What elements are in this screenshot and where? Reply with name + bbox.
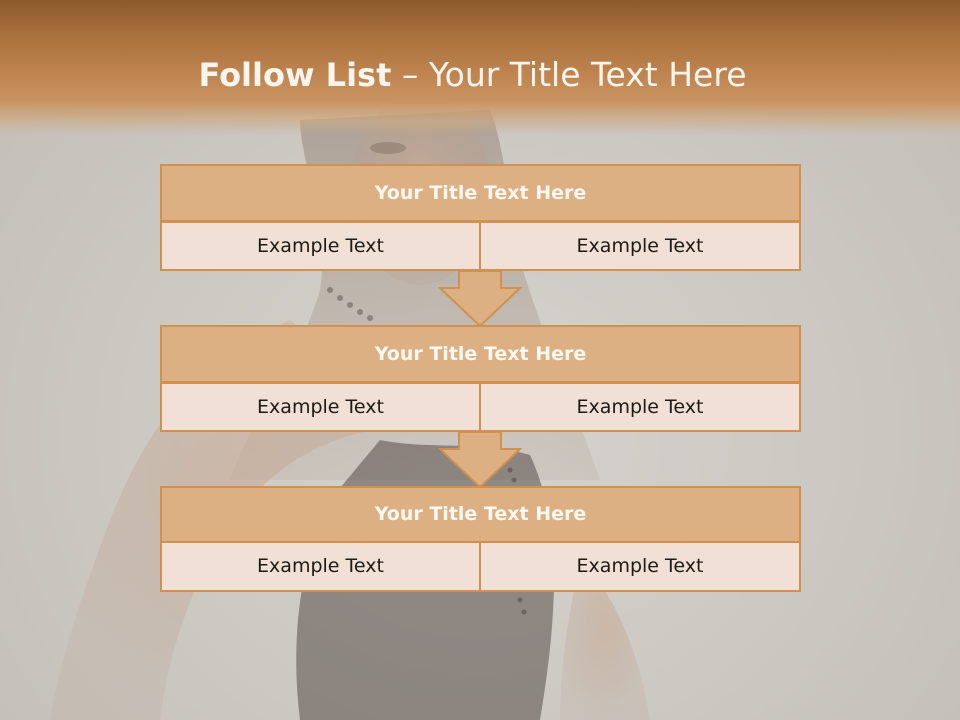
flow-box-header: Your Title Text Here	[160, 486, 801, 543]
flow-box-3: Your Title Text Here Example Text Exampl…	[160, 486, 801, 593]
flow-box-cell-right: Example Text	[479, 382, 801, 432]
slide-title: Follow List – Your Title Text Here	[0, 52, 945, 98]
flow-box-header: Your Title Text Here	[160, 164, 801, 222]
flow-box-header: Your Title Text Here	[160, 325, 801, 383]
header-band	[0, 0, 960, 135]
flow-box-cell-right: Example Text	[479, 221, 801, 271]
flow-box-2: Your Title Text Here Example Text Exampl…	[160, 325, 801, 433]
flow-box-cell-left: Example Text	[160, 221, 481, 271]
down-arrow-icon	[438, 431, 522, 489]
flow-box-cell-left: Example Text	[160, 541, 481, 592]
down-arrow-icon	[438, 270, 522, 328]
flow-box-1: Your Title Text Here Example Text Exampl…	[160, 164, 801, 272]
flow-box-cell-left: Example Text	[160, 382, 481, 432]
flow-box-cell-right: Example Text	[479, 541, 801, 592]
slide-title-rest: – Your Title Text Here	[391, 55, 747, 94]
slide-title-bold: Follow List	[198, 56, 392, 94]
